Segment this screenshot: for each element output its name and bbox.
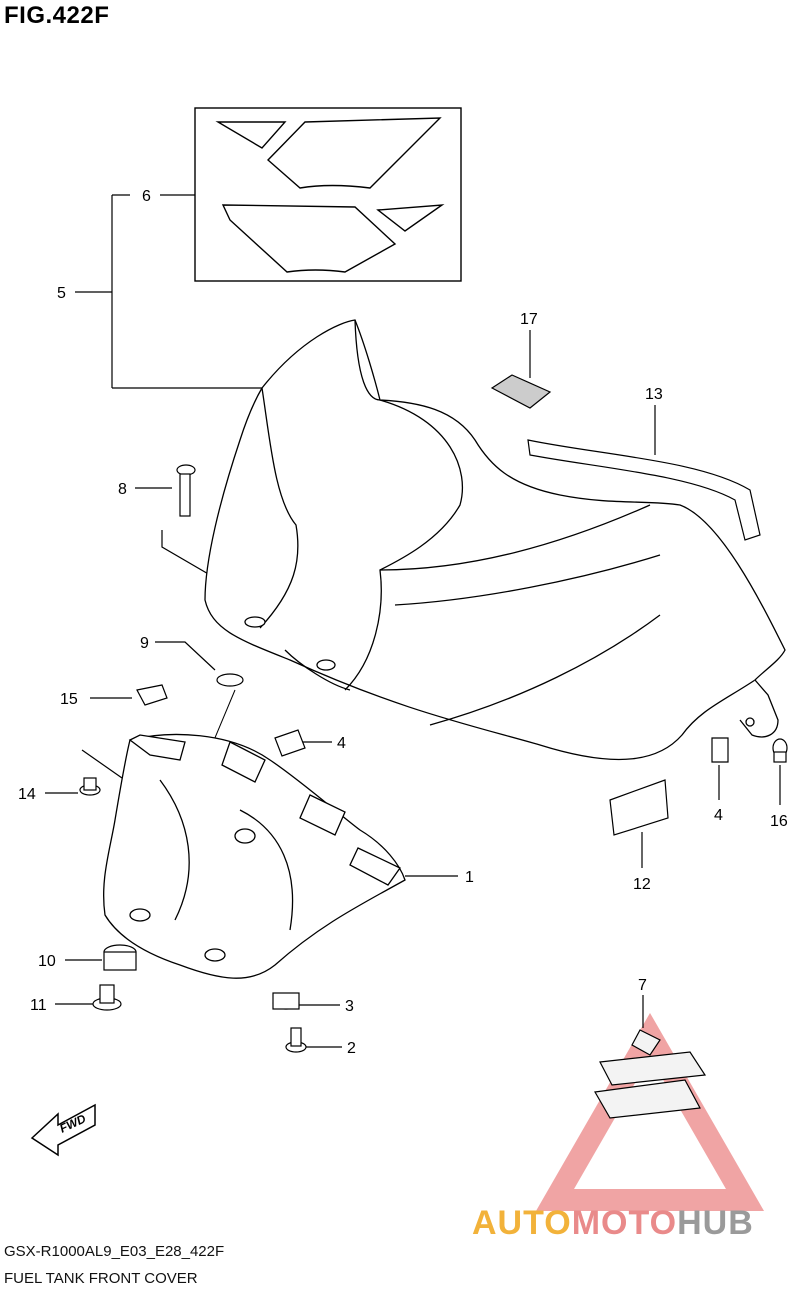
lower-cover: [102, 733, 406, 979]
watermark-part-a: AUTO: [472, 1204, 572, 1242]
callout-13: 13: [645, 386, 663, 403]
decal-set: [194, 107, 462, 282]
callout-2: 2: [347, 1040, 356, 1057]
figure-title: FIG.422F: [4, 2, 110, 29]
callout-5: 5: [57, 285, 66, 302]
callout-15: 15: [60, 691, 78, 708]
fuel-tank-front-cover: [204, 319, 786, 761]
callout-11: 11: [30, 997, 47, 1014]
callout-1: 1: [465, 869, 474, 886]
fwd-arrow-icon: FWD: [30, 1103, 96, 1157]
model-code: GSX-R1000AL9_E03_E28_422F: [4, 1243, 225, 1260]
hardware-parts: [79, 374, 788, 1119]
callout-4b: 4: [714, 807, 723, 824]
callout-7: 7: [638, 977, 647, 994]
callout-12: 12: [633, 876, 651, 893]
watermark-part-b: MOTO: [571, 1204, 678, 1242]
callout-14: 14: [18, 786, 36, 803]
watermark-text: AUTOMOTOHUB: [472, 1204, 754, 1243]
callout-10: 10: [38, 953, 56, 970]
callout-4a: 4: [337, 735, 346, 752]
callout-3: 3: [345, 998, 354, 1015]
diagram-caption: FUEL TANK FRONT COVER: [4, 1270, 198, 1287]
callout-16: 16: [770, 813, 788, 830]
callout-6: 6: [142, 188, 151, 205]
callout-9: 9: [140, 635, 149, 652]
watermark-logo: [535, 1012, 765, 1211]
callout-17: 17: [520, 311, 538, 328]
watermark-part-c: HUB: [677, 1204, 754, 1242]
callout-numbers: 1 2 3 4 4 5 6 7 8 9 10 11 12 13 14 15 16…: [18, 188, 788, 1057]
callout-8: 8: [118, 481, 127, 498]
